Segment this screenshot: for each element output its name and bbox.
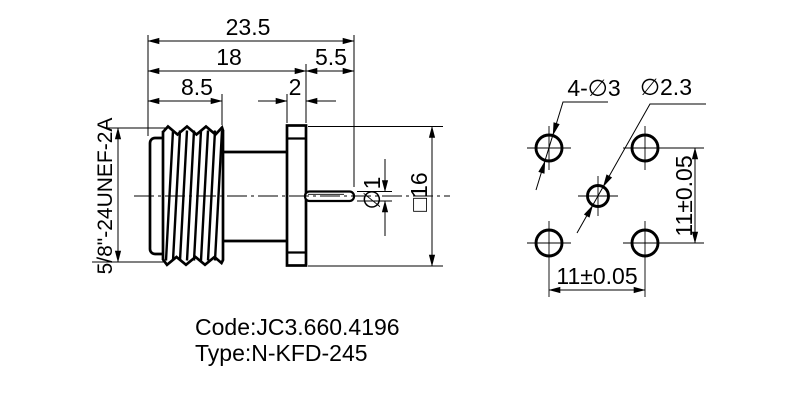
extension-lines <box>92 35 443 267</box>
dim-overall-length-label: 23.5 <box>226 14 271 40</box>
center-hole-leader-line <box>576 103 706 234</box>
dim-tail-length-label: 5.5 <box>315 44 347 70</box>
part-identification: Code:JC3.660.4196 Type:N-KFD-245 <box>195 314 400 366</box>
corner-holes-callout: 4-∅3 <box>535 75 621 191</box>
dim-flange-square-label: □16 <box>406 172 432 211</box>
leader-arrow <box>538 160 546 174</box>
corner-holes-leader-line <box>535 101 608 191</box>
thread-section <box>161 124 225 267</box>
mounting-hole-bottom-right <box>630 228 660 258</box>
thread-hatch-lines <box>164 130 224 261</box>
leader-arrow <box>602 174 613 188</box>
thread-crest-top <box>162 124 225 137</box>
mounting-hole-bottom-left <box>534 228 564 258</box>
mounting-hole-pattern-view: 4-∅3 ∅2.3 11±0.05 11±0.05 <box>527 74 706 297</box>
center-hole-label: ∅2.3 <box>640 74 692 100</box>
horizontal-pitch-label: 11±0.05 <box>556 263 637 289</box>
flange-outline <box>285 124 308 267</box>
flange <box>285 124 308 267</box>
side-view-dimensions: 23.5 18 5.5 8.5 2 5/8"-24UNEF-2A ∅1 □16 <box>92 14 443 274</box>
dim-body-length-label: 18 <box>216 44 242 70</box>
mounting-hole-top-left <box>534 133 564 163</box>
flange-corner-lines <box>287 137 306 254</box>
corner-holes-label: 4-∅3 <box>567 75 620 101</box>
dim-thread-length-label: 8.5 <box>181 74 213 100</box>
leader-arrow <box>583 204 594 218</box>
center-contact-hole <box>586 184 610 208</box>
dim-flange-thickness-label: 2 <box>289 74 302 100</box>
part-code-text: Code:JC3.660.4196 <box>195 314 400 340</box>
thread-crest-bottom <box>161 255 225 267</box>
mounting-hole-top-right <box>630 133 660 163</box>
vertical-pitch-label: 11±0.05 <box>671 155 697 236</box>
dim-pin-diameter-label: ∅1 <box>359 177 385 210</box>
connector-body-outline <box>223 150 288 243</box>
connector-side-view: 23.5 18 5.5 8.5 2 5/8"-24UNEF-2A ∅1 □16 <box>92 14 450 274</box>
center-hole-callout: ∅2.3 <box>576 74 706 234</box>
part-type-text: Type:N-KFD-245 <box>195 340 368 366</box>
thread-spec-label: 5/8"-24UNEF-2A <box>94 118 117 275</box>
leader-arrow <box>552 122 560 136</box>
